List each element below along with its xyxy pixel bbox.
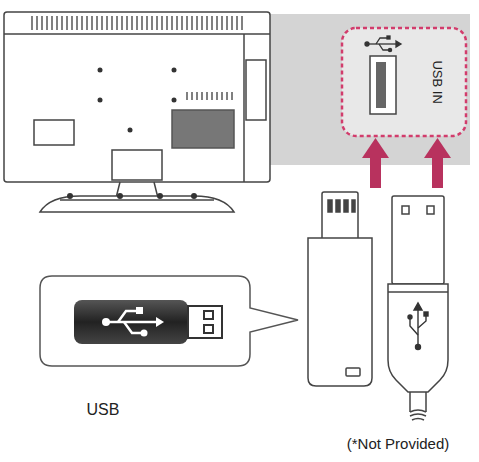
plug-usb-symbol <box>408 303 428 350</box>
usb-port <box>370 56 396 114</box>
note-label: (*Not Provided) <box>347 436 450 453</box>
insert-arrows <box>362 138 451 188</box>
usb-cable-plug <box>388 196 448 420</box>
device-label: USB <box>87 401 120 419</box>
mounting-holes <box>67 68 197 200</box>
usb-flash-drive <box>308 192 372 386</box>
usb-stick-icon <box>74 300 222 344</box>
callout-bubble <box>40 276 298 366</box>
tv-back <box>4 12 270 212</box>
port-label: USB IN <box>430 60 444 103</box>
usb-symbol <box>365 36 401 52</box>
port-highlight <box>342 28 466 136</box>
